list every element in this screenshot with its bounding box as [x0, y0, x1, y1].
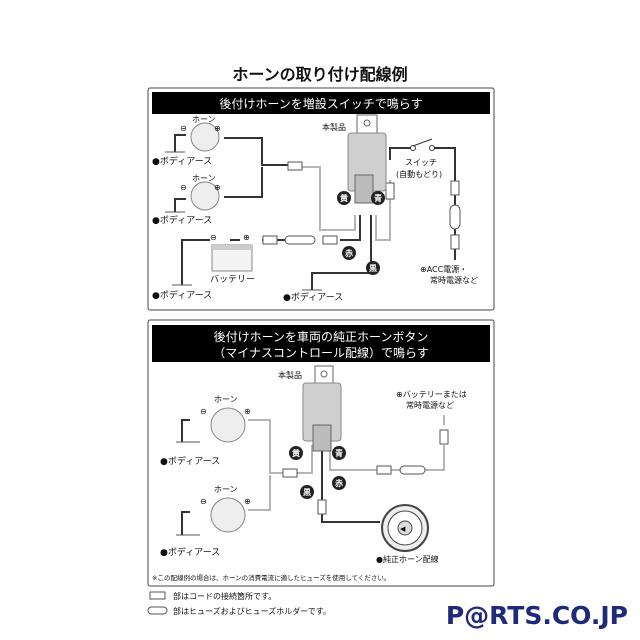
wire-color-yellow: 黄	[340, 193, 348, 203]
horn-label: ホーン	[192, 174, 216, 183]
panel-2-header-1: 後付けホーンを車両の純正ホーンボタン	[214, 330, 429, 344]
switch-note: (自動もどり)	[396, 169, 442, 179]
svg-text:⊖: ⊖	[180, 124, 187, 133]
wire-color-yellow: 黄	[292, 448, 300, 458]
svg-text:⊖: ⊖	[200, 407, 207, 416]
switch-label: スイッチ	[405, 158, 437, 167]
ground-label: ●ボディアース	[283, 291, 343, 303]
battery-label: バッテリー	[210, 274, 255, 285]
steering-wheel-icon: ◀	[381, 504, 429, 552]
power-label: ⊕ACC電源・	[420, 265, 467, 274]
horn-label: ホーン	[214, 485, 238, 494]
power-label-2: 常時電源など	[406, 401, 454, 410]
svg-text:⊕: ⊕	[244, 497, 251, 506]
horn-icon	[190, 181, 220, 211]
ground-label: ●ボディアース	[152, 289, 212, 301]
battery-icon	[211, 244, 253, 272]
horn-label: ホーン	[214, 395, 238, 404]
legend: 部はコードの接続箇所です。 部はヒューズおよびヒューズホルダーです。	[147, 591, 331, 616]
svg-text:⊕: ⊕	[243, 233, 250, 242]
product-label: 本製品	[278, 370, 302, 380]
panel-2: 後付けホーンを車両の純正ホーンボタン （マイナスコントロール配線）で鳴らす ホー…	[147, 319, 495, 587]
wire-color-black: 黒	[369, 263, 377, 273]
svg-text:⊖: ⊖	[180, 183, 187, 192]
oem-horn-wire-label: ●純正ホーン配線	[376, 554, 439, 564]
fuse-note: ※この配線例の場合は、ホーンの消費電流に適したヒューズを使用してください。	[152, 573, 390, 582]
legend-fuse: 部はヒューズおよびヒューズホルダーです。	[173, 606, 331, 616]
power-label: ⊕バッテリーまたは	[396, 390, 467, 399]
product-label: 本製品	[322, 122, 346, 132]
svg-text:⊕: ⊕	[244, 407, 251, 416]
horn-label: ホーン	[192, 115, 216, 124]
svg-text:◀: ◀	[400, 525, 406, 533]
panel-1: 後付けホーンを増設スイッチで鳴らす ホーン ホーン ⊖⊕ ⊖⊕ ●ボディアース …	[147, 87, 495, 311]
wire-color-blue: 青	[374, 193, 382, 203]
ground-label: ●ボディアース	[152, 155, 212, 167]
horn-icon	[210, 497, 246, 533]
power-label-2: 常時電源など	[430, 276, 478, 285]
svg-text:⊖: ⊖	[200, 497, 207, 506]
panel-1-header: 後付けホーンを増設スイッチで鳴らす	[219, 96, 422, 111]
ground-label: ●ボディアース	[160, 546, 220, 558]
legend-connector: 部はコードの接続箇所です。	[173, 591, 276, 601]
site-logo: P@RTS.CO.JP	[446, 601, 628, 630]
svg-text:⊕: ⊕	[214, 124, 221, 133]
panel-2-header-2: （マイナスコントロール配線）で鳴らす	[213, 345, 429, 360]
horn-icon	[190, 122, 220, 152]
horn-icon	[210, 407, 246, 443]
wire-color-red: 赤	[335, 478, 343, 488]
wire-color-blue: 青	[335, 448, 343, 458]
wire-color-black: 黒	[303, 487, 311, 497]
page-title: ホーンの取り付け配線例	[232, 65, 407, 84]
svg-text:⊖: ⊖	[210, 233, 217, 242]
ground-label: ●ボディアース	[152, 214, 212, 226]
wire-color-red: 赤	[345, 248, 353, 258]
svg-text:⊕: ⊕	[214, 183, 221, 192]
ground-label: ●ボディアース	[160, 455, 220, 467]
